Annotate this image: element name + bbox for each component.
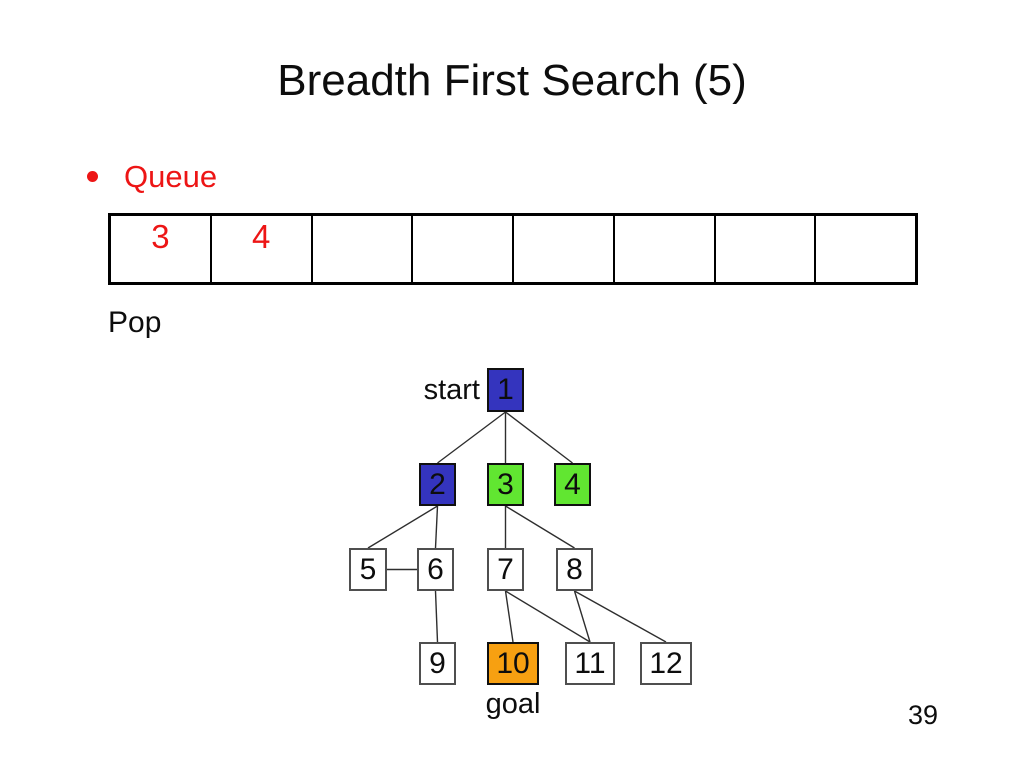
tree-edge-2-6	[434, 505, 439, 549]
tree-edge-8-12	[574, 590, 667, 643]
tree-node-5: 5	[349, 548, 387, 591]
tree-node-11: 11	[565, 642, 615, 685]
tree-edge-1-4	[505, 411, 573, 464]
slide-title: Breadth First Search (5)	[277, 56, 747, 105]
goal-label: goal	[485, 688, 541, 720]
tree-node-2: 2	[419, 463, 456, 506]
queue-cell-6	[615, 216, 716, 282]
tree-edge-2-5	[367, 505, 438, 549]
page-number: 39	[908, 700, 939, 730]
queue-value: 3	[151, 218, 170, 255]
start-label: start	[423, 374, 480, 406]
queue-value: 4	[251, 218, 271, 255]
tree-node-8: 8	[556, 548, 593, 591]
queue-cell-5	[514, 216, 615, 282]
tree-edge-1-2	[437, 411, 506, 464]
tree-node-4: 4	[554, 463, 591, 506]
queue-cell-8	[816, 216, 915, 282]
queue-cell-1: 3	[111, 216, 212, 282]
tree-node-7: 7	[487, 548, 524, 591]
bullet-dot	[87, 171, 98, 182]
queue-cell-2: 4	[212, 216, 313, 282]
queue-cell-4	[413, 216, 514, 282]
pop-label: Pop	[108, 306, 162, 339]
tree-edge-7-11	[505, 590, 591, 643]
tree-node-6: 6	[417, 548, 454, 591]
queue-cell-3	[313, 216, 414, 282]
tree-edge-6-9	[434, 590, 439, 643]
bullet-label: Queue	[124, 159, 218, 194]
tree-node-12: 12	[640, 642, 692, 685]
tree-node-10: 10	[487, 642, 539, 685]
tree-node-3: 3	[487, 463, 524, 506]
tree-node-1: 1	[487, 368, 524, 412]
tree-edge-8-11	[573, 590, 591, 643]
tree-edge-3-8	[505, 505, 575, 549]
queue-cell-7	[716, 216, 817, 282]
tree-edge-7-10	[504, 590, 514, 643]
tree-node-9: 9	[419, 642, 456, 685]
